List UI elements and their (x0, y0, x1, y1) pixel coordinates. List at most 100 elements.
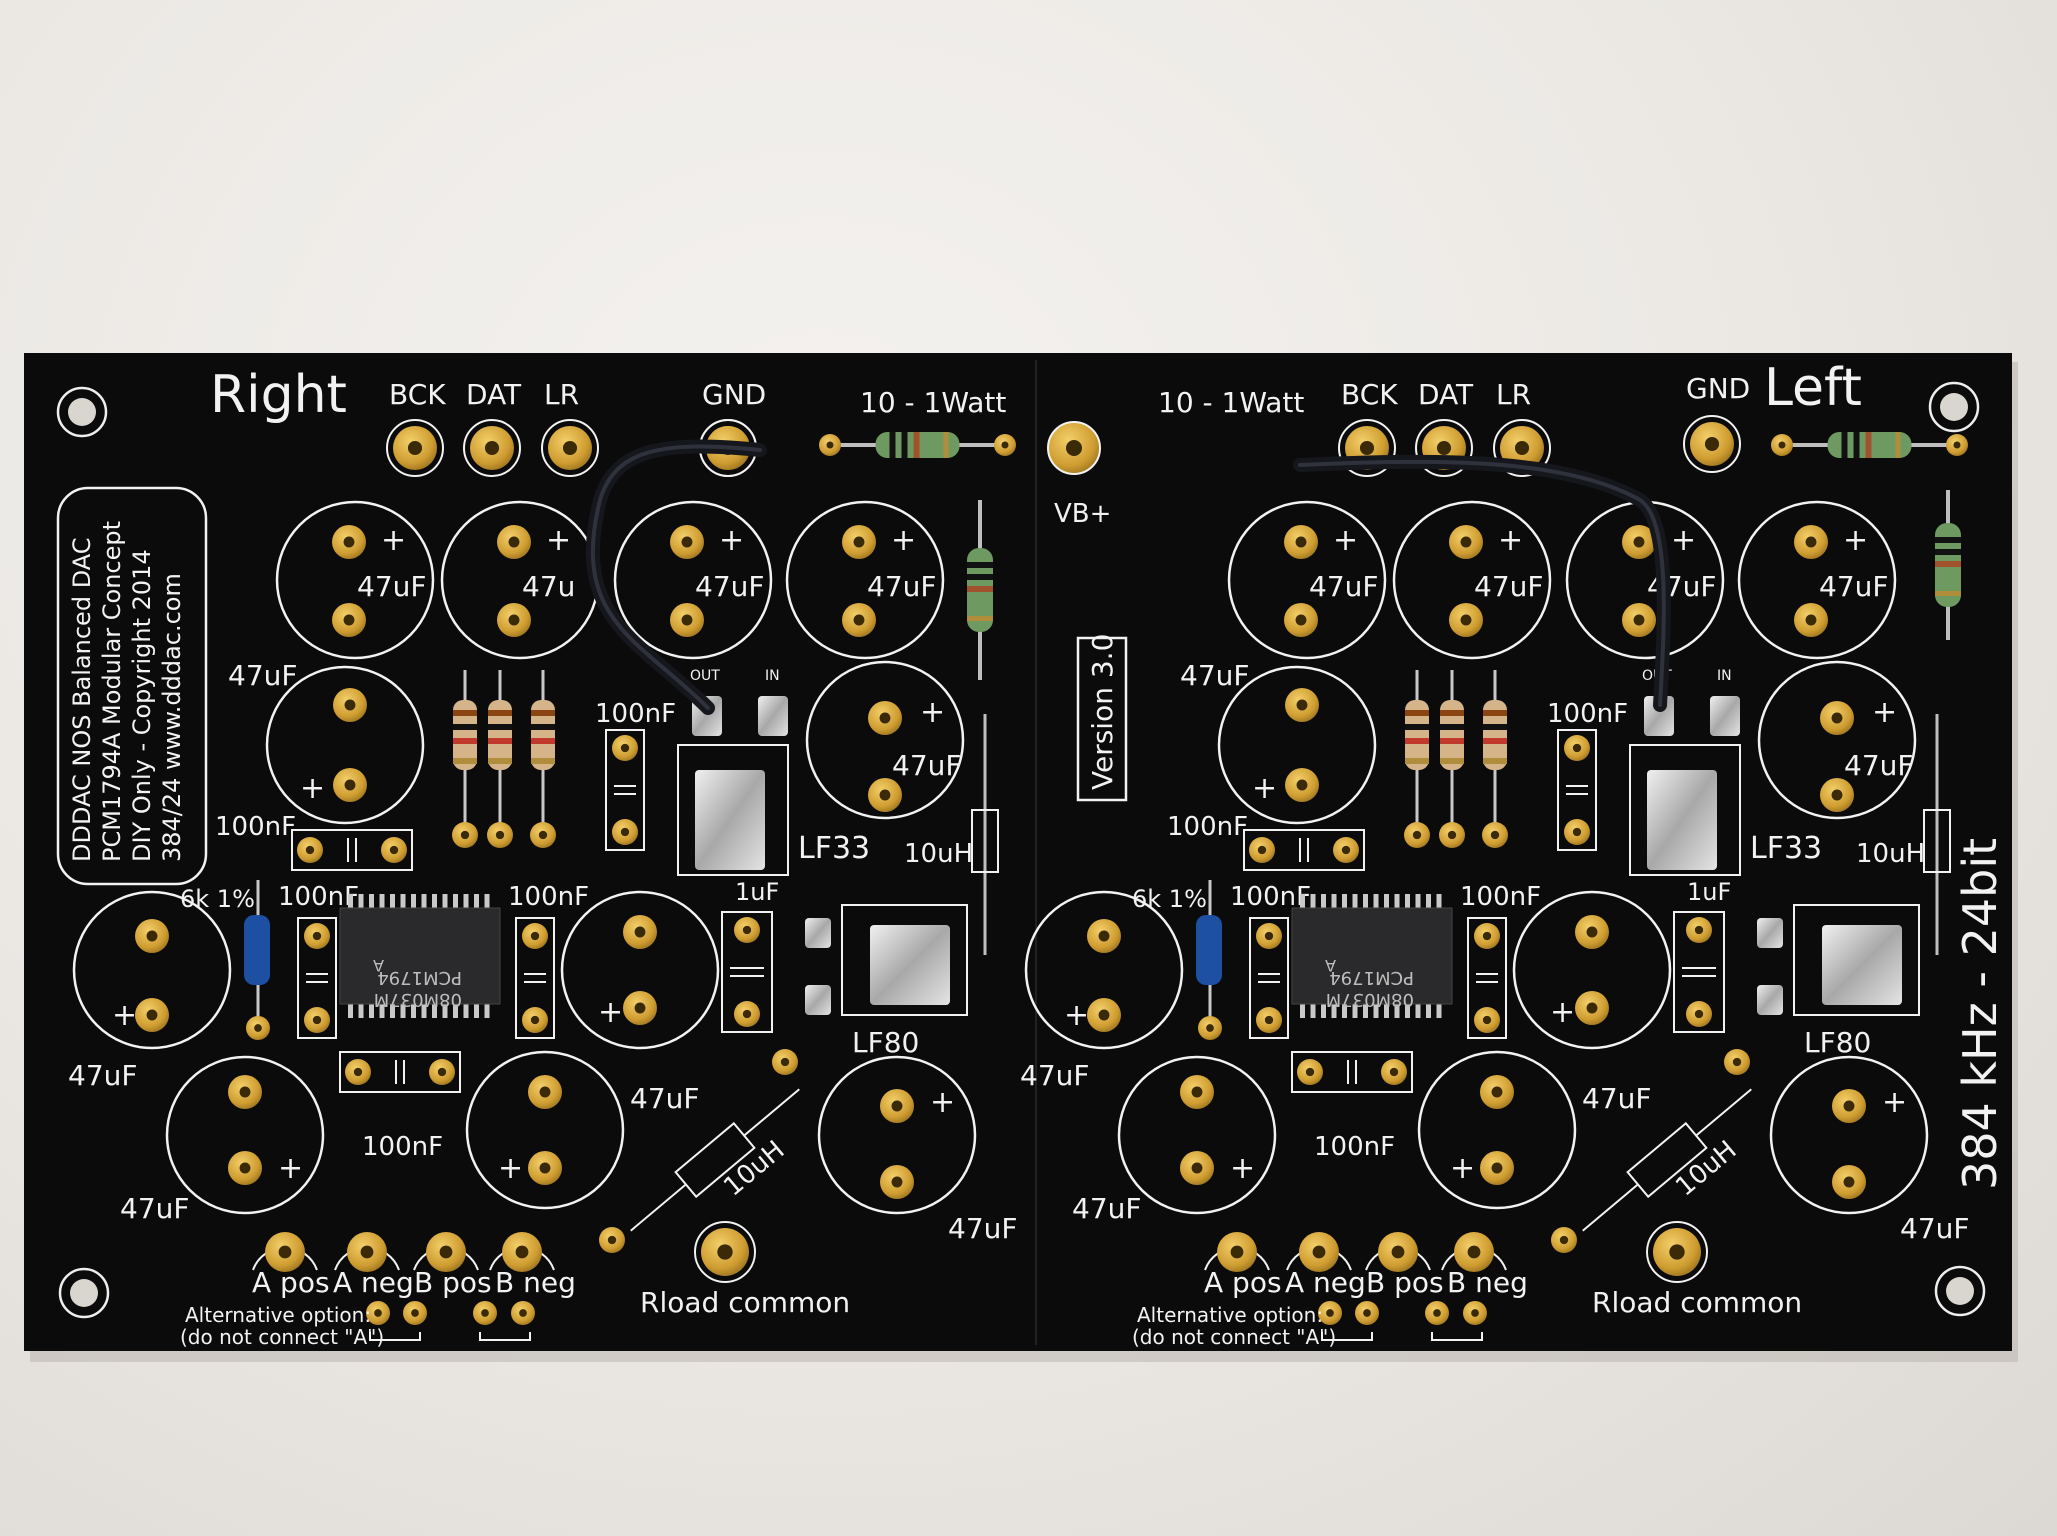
solder-pad (734, 1001, 760, 1027)
solder-pad (819, 434, 841, 456)
electrolytic-cap-footprint: +47uF (1072, 1055, 1277, 1225)
cap-value-label: 47uF (68, 1059, 137, 1092)
solder-pad (548, 426, 592, 470)
inductor-10uh (1923, 714, 1951, 955)
solder-pad (1087, 919, 1121, 953)
cap-value-label: 47uF (867, 570, 936, 603)
chip-marking-line1: PCM1794 (1329, 967, 1414, 988)
polarity-plus: + (1671, 523, 1696, 558)
solder-pad (734, 917, 760, 943)
solder-pad (304, 1007, 330, 1033)
polarity-plus: + (930, 1085, 955, 1120)
cap-value-label: 47uF (1844, 749, 1913, 782)
solder-pad (1820, 701, 1854, 735)
output-pad (413, 1232, 479, 1272)
solder-pad (1285, 768, 1319, 802)
solder-pad (511, 1301, 535, 1325)
solder-pad (772, 1049, 798, 1075)
input-label: LR (1496, 378, 1531, 411)
solder-pad (1622, 603, 1656, 637)
alt-option-label: Alternative option: (1137, 1303, 1323, 1327)
solder-pad (1198, 1016, 1222, 1040)
polarity-plus: + (598, 995, 623, 1030)
solder-pad (880, 1089, 914, 1123)
solder-pad (1832, 1089, 1866, 1123)
cap-value-label: 47u (522, 570, 575, 603)
polarity-plus: + (300, 771, 325, 806)
solder-pad (1217, 1232, 1257, 1272)
input-pad (1683, 415, 1741, 473)
solder-pad (332, 525, 366, 559)
solder-blob (805, 918, 831, 948)
solder-pad (228, 1151, 262, 1185)
solder-pad (1449, 525, 1483, 559)
vb-plus-label: VB+ (1054, 499, 1111, 529)
electrolytic-cap-footprint: +47uF (1565, 500, 1725, 660)
solder-pad (1832, 1165, 1866, 1199)
polarity-plus: + (719, 523, 744, 558)
solder-pad (135, 998, 169, 1032)
solder-pad (426, 1232, 466, 1272)
lf80-label: LF80 (852, 1026, 919, 1059)
solder-pad (1794, 603, 1828, 637)
polarity-plus: + (498, 1151, 523, 1186)
solder-pad (1087, 998, 1121, 1032)
svg-text:Version 3.0: Version 3.0 (1086, 634, 1119, 790)
solder-blob (758, 696, 788, 736)
solder-pad (1564, 819, 1590, 845)
output-label: A pos (1204, 1266, 1282, 1299)
ceramic-cap-footprint (1249, 917, 1289, 1039)
cap-value-label: 47uF (695, 570, 764, 603)
solder-pad (1355, 1301, 1379, 1325)
solder-blob (1822, 925, 1902, 1005)
solder-pad (297, 837, 323, 863)
mounting-holes (56, 381, 1986, 1319)
cap-1uf-label: 1uF (735, 878, 779, 906)
resistor-6k (244, 880, 270, 1040)
input-label: GND (702, 378, 766, 411)
cap-100nf-label: 100nF (278, 882, 359, 912)
resistor-6k-label: 6k 1% (1132, 885, 1207, 913)
polarity-plus: + (278, 1151, 303, 1186)
solder-pad (1551, 1227, 1577, 1253)
solder-pad (599, 1227, 625, 1253)
cap-100nf-label: 100nF (1314, 1132, 1395, 1162)
solder-pad (1299, 1232, 1339, 1272)
ceramic-cap-footprint (1467, 917, 1507, 1039)
solder-pad (1622, 525, 1656, 559)
solder-pad (1474, 1007, 1500, 1033)
electrolytic-cap-footprint: +47uF (1737, 500, 1897, 660)
resistor-6k-label: 6k 1% (180, 885, 255, 913)
solder-pad (1575, 991, 1609, 1025)
solder-pad (623, 915, 657, 949)
version-label: Version 3.0 (1076, 634, 1128, 802)
reg-out-label: OUT (690, 668, 720, 684)
solder-blob (695, 770, 765, 870)
output-pad (1365, 1232, 1431, 1272)
solder-pad (612, 735, 638, 761)
solder-pad (868, 701, 902, 735)
cap-value-label: 47uF (948, 1212, 1017, 1245)
solder-pad (429, 1059, 455, 1085)
chip-marking-line3: A (1325, 956, 1336, 975)
electrolytic-cap-footprint: +47uF (1757, 660, 1917, 820)
regulator-lf80: LF80 (805, 904, 968, 1059)
chip-marking-line1: PCM1794 (377, 967, 462, 988)
solder-pad (1820, 778, 1854, 812)
polarity-plus: + (1230, 1151, 1255, 1186)
lf80-label: LF80 (1804, 1026, 1871, 1059)
solder-pad (502, 1232, 542, 1272)
solder-pad (1180, 1075, 1214, 1109)
polarity-plus: + (891, 523, 916, 558)
solder-pad (1284, 525, 1318, 559)
output-pad (252, 1232, 318, 1272)
solder-pad (473, 1301, 497, 1325)
cap-100nf-label: 100nF (508, 882, 589, 912)
solder-pad (1318, 1301, 1342, 1325)
electrolytic-cap-footprint: +47uF (275, 500, 435, 660)
electrolytic-cap-footprint: +47uF (1180, 659, 1377, 825)
